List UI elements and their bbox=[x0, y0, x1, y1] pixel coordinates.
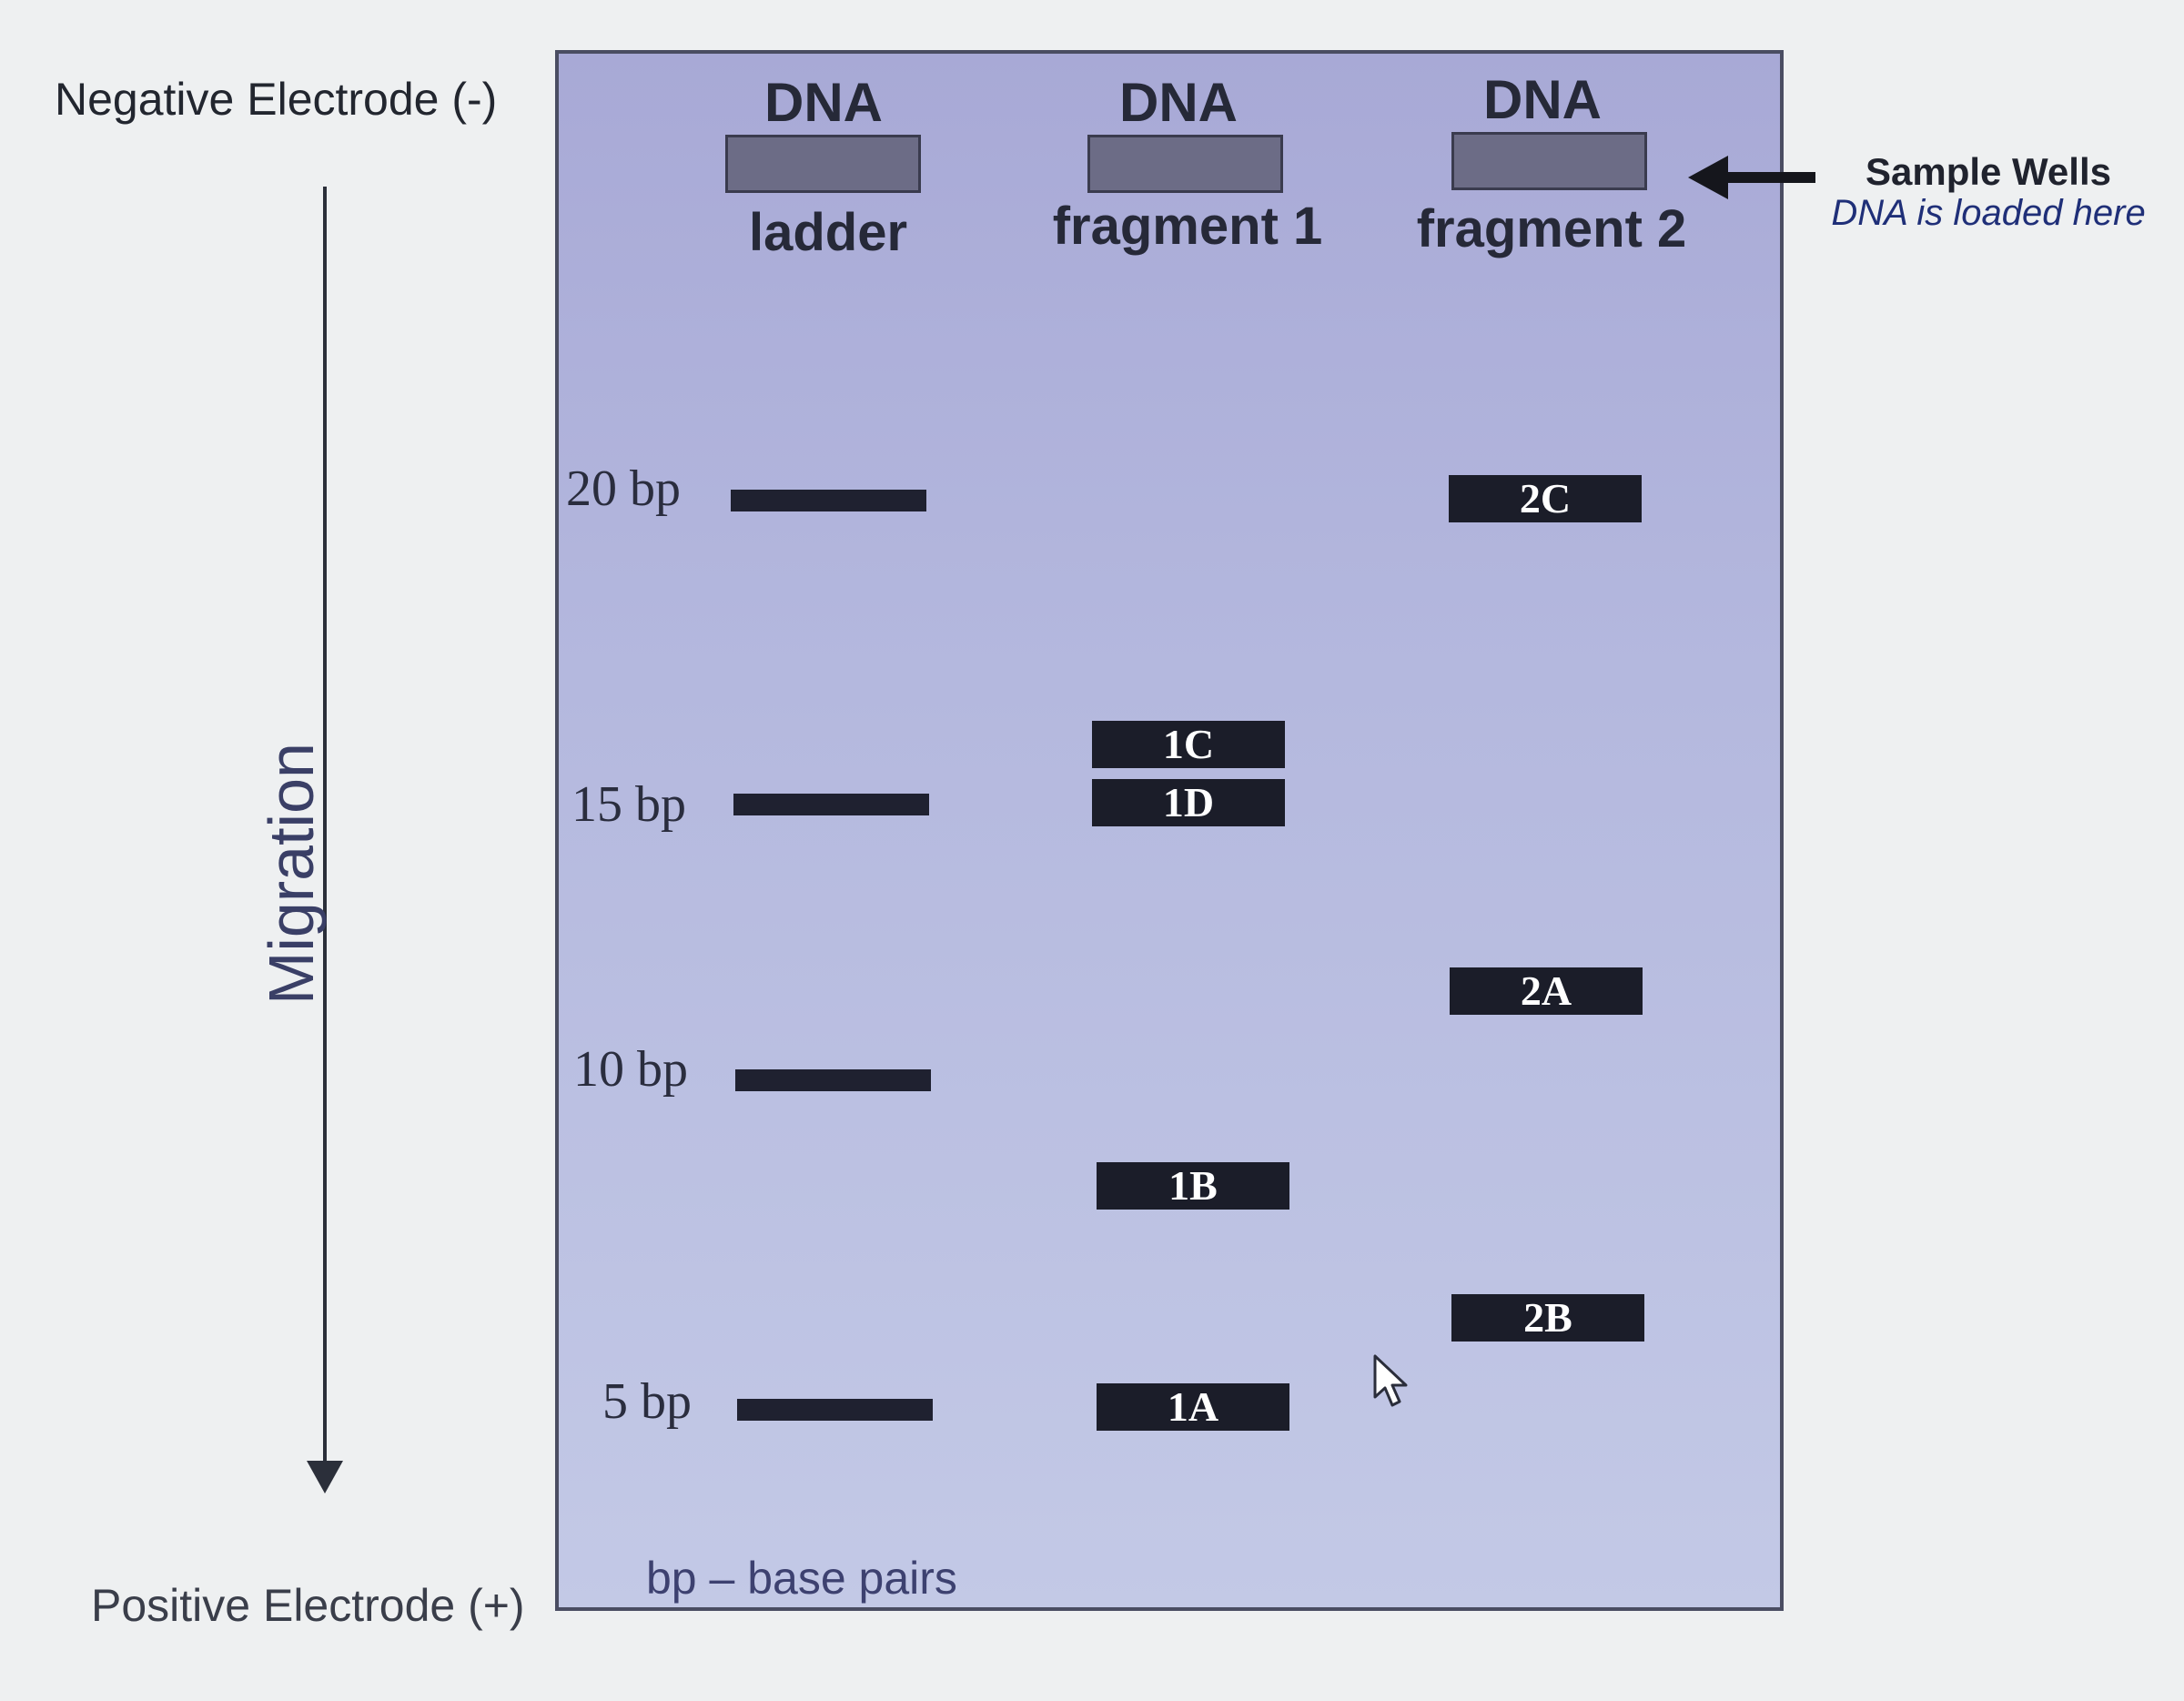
lane-fragment1-bottom-label: fragment 1 bbox=[1052, 197, 1323, 256]
band-1b: 1B bbox=[1097, 1162, 1289, 1210]
ladder-label-20bp: 20 bp bbox=[566, 461, 681, 517]
ladder-band-20bp bbox=[731, 490, 926, 511]
ladder-band-5bp bbox=[737, 1399, 933, 1421]
ladder-label-15bp: 15 bp bbox=[571, 776, 686, 833]
migration-label: Migration bbox=[256, 743, 327, 1005]
lane-fragment2-bottom-label: fragment 2 bbox=[1416, 199, 1687, 258]
ladder-band-15bp bbox=[733, 794, 929, 815]
ladder-label-10bp: 10 bp bbox=[573, 1041, 688, 1098]
band-2a: 2A bbox=[1450, 967, 1643, 1015]
lane-ladder-top-label: DNA bbox=[764, 72, 883, 133]
lane-fragment1-top-label: DNA bbox=[1119, 72, 1238, 133]
band-1d: 1D bbox=[1092, 779, 1285, 826]
well-ladder bbox=[725, 135, 921, 193]
well-fragment1 bbox=[1087, 135, 1283, 193]
band-2b: 2B bbox=[1451, 1294, 1644, 1342]
negative-electrode-label: Negative Electrode (-) bbox=[55, 74, 498, 125]
band-2c: 2C bbox=[1449, 475, 1642, 522]
lane-ladder-bottom-label: ladder bbox=[748, 203, 908, 262]
ladder-label-5bp: 5 bp bbox=[602, 1373, 692, 1430]
band-1c: 1C bbox=[1092, 721, 1285, 768]
lane-fragment2-top-label: DNA bbox=[1483, 69, 1602, 130]
migration-arrow-head bbox=[307, 1461, 343, 1493]
band-1a: 1A bbox=[1097, 1383, 1289, 1431]
gel bbox=[555, 50, 1784, 1611]
base-pairs-footnote: bp – base pairs bbox=[646, 1553, 957, 1604]
mouse-cursor-icon bbox=[1372, 1353, 1412, 1414]
positive-electrode-label: Positive Electrode (+) bbox=[91, 1580, 525, 1631]
sample-wells-title: Sample Wells bbox=[1865, 150, 2111, 193]
sample-wells-arrow-line bbox=[1724, 172, 1815, 183]
well-fragment2 bbox=[1451, 132, 1647, 190]
migration-arrow-line bbox=[323, 187, 327, 1465]
sample-wells-arrow-head bbox=[1688, 156, 1728, 199]
sample-wells-subtitle: DNA is loaded here bbox=[1831, 193, 2146, 233]
ladder-band-10bp bbox=[735, 1069, 931, 1091]
